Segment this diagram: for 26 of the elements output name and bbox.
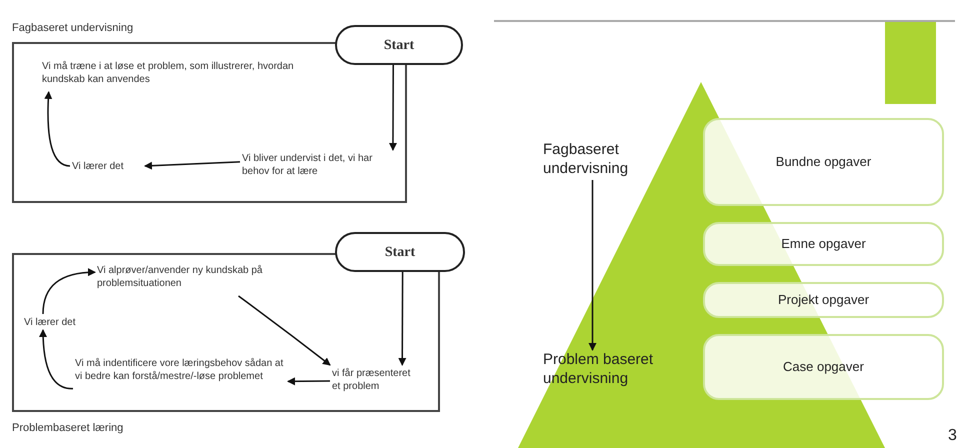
arrow	[388, 65, 397, 151]
panel-heading: Problembaseret læring	[12, 420, 124, 436]
step-text: Vi lærer det	[24, 316, 94, 332]
step-text: Vi alprøver/anvender ny kundskab på problemsituationen	[97, 264, 302, 298]
panel-heading: Fagbaseret undervisning	[12, 21, 134, 36]
page-number: 3	[948, 426, 957, 446]
task-box: Case opgaver	[703, 334, 944, 400]
step-text: Vi må indentificere vore læringsbehov sådan at vi bedre kan forstå/mestre/-løse problemet	[75, 357, 290, 405]
step-text: Vi bliver undervist i det, vi har behov for at lære	[242, 152, 400, 188]
step-text: Vi lærer det	[72, 160, 147, 176]
approach-label: Fagbaseret undervisning	[543, 140, 653, 180]
arrow	[238, 295, 331, 366]
task-box: Projekt opgaver	[703, 282, 944, 318]
arrow	[398, 272, 406, 366]
step-text: Vi må træne i at løse et problem, som illustrerer, hvordan kundskab kan anvendes	[42, 60, 332, 94]
arrow	[144, 161, 240, 170]
task-box: Emne opgaver	[703, 222, 944, 266]
arrow	[42, 268, 96, 314]
start-terminal: Start	[335, 25, 463, 65]
arrow	[588, 180, 596, 351]
start-terminal: Start	[335, 232, 465, 272]
task-box: Bundne opgaver	[703, 118, 944, 206]
arrow	[39, 329, 74, 390]
arrow	[44, 91, 70, 167]
arrow	[287, 377, 330, 386]
step-text: vi får præsenteret et problem	[332, 367, 416, 399]
